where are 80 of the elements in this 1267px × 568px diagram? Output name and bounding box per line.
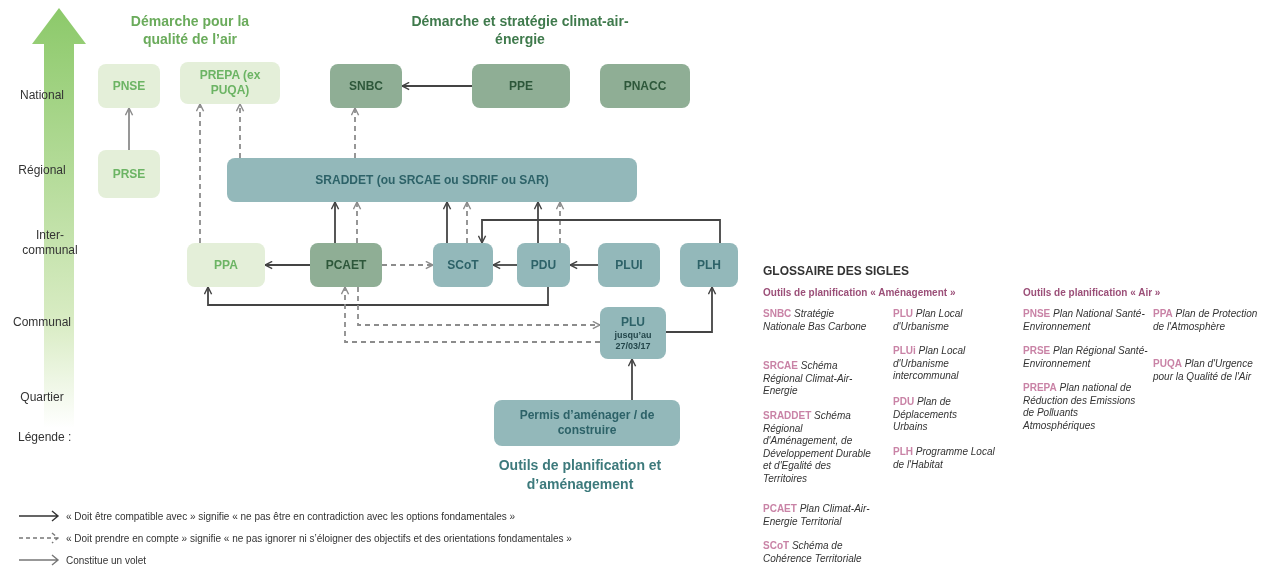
glossary-entry: PUQA Plan d'Urgence pour la Qualité de l'Air [1153, 358, 1254, 383]
plan-name: PCAET [325, 257, 367, 273]
arrow [195, 103, 205, 244]
plan-box [227, 158, 637, 202]
glossary-entry: SCoT Schéma de Cohérence Territoriale [763, 540, 863, 565]
plan-name: PLU [621, 314, 645, 330]
level-label: Régional [17, 163, 67, 178]
arrow [350, 107, 360, 159]
glossary-title: GLOSSAIRE DES SIGLES [763, 264, 911, 279]
date-note: jusqu’au 27/03/17 [613, 329, 653, 352]
plan-box [680, 243, 738, 287]
glossary-entry: PLH Programme Local de l'Habitat [893, 446, 996, 471]
arrow [330, 201, 340, 244]
arrow [357, 286, 601, 330]
arrow [569, 260, 599, 270]
arrow [401, 81, 473, 91]
arrow [235, 103, 245, 159]
legend-text: « Doit prendre en compte » signifie « ne pas ignorer ni s’éloigner des objectifs et des orientations fondamentales » [66, 532, 572, 544]
plan-box [598, 243, 660, 287]
arrow [533, 201, 543, 244]
legend-title: Légende : [18, 430, 73, 445]
glossary-entry: PLU Plan Local d'Urbanisme [893, 308, 964, 333]
plan-name: SNBC [349, 78, 383, 94]
arrow [352, 201, 362, 244]
plan-box [494, 400, 680, 446]
glossary-entry: PNSE Plan National Santé-Environnement [1023, 308, 1146, 333]
plan-name: PNSE [112, 78, 146, 94]
plan-name: SCoT [447, 257, 479, 273]
glossary-entry: SRCAE Schéma Régional Climat-Air-Energie [763, 360, 854, 398]
plan-name: PPE [509, 78, 533, 94]
plan-box [433, 243, 493, 287]
arrow [462, 201, 472, 244]
plan-box [98, 64, 160, 108]
group-heading: Outils de planification et d’aménagement [497, 456, 663, 494]
glossary-entry: PDU Plan de Déplacements Urbains [893, 396, 958, 434]
plan-box [98, 150, 160, 198]
plan-box [600, 307, 666, 359]
plan-box [180, 62, 280, 104]
plan-name: SRADDET (ou SRCAE ou SDRIF ou SAR) [315, 172, 549, 188]
plan-name: PPA [214, 257, 238, 273]
arrow [665, 286, 717, 333]
plan-name: PLUI [615, 257, 643, 273]
plan-name: PNACC [623, 78, 667, 94]
arrow [203, 286, 549, 306]
glossary-subheading: Outils de planification « Air » [1023, 287, 1161, 298]
arrow [340, 286, 601, 343]
glossary-entry: PCAET Plan Climat-Air-Energie Territorial [763, 503, 871, 528]
plan-box [187, 243, 265, 287]
arrow [492, 260, 518, 270]
group-heading: Démarche pour la qualité de l’air [129, 12, 251, 48]
glossary-entry: PPA Plan de Protection de l'Atmosphère [1153, 308, 1259, 333]
plan-box [330, 64, 402, 108]
arrow [264, 260, 311, 270]
plan-name: PLH [697, 257, 721, 273]
group-heading: Démarche et stratégie climat-air-énergie [410, 12, 630, 48]
legend-text: Constitue un volet [66, 554, 147, 566]
glossary-entry: PLUi Plan Local d'Urbanisme intercommunal [893, 345, 967, 383]
arrow [442, 201, 452, 244]
arrow [555, 201, 565, 244]
arrow [627, 358, 637, 401]
glossary-subheading: Outils de planification « Aménagement » [763, 287, 956, 298]
plan-box [472, 64, 570, 108]
arrow [124, 107, 134, 151]
glossary-entry: PRSE Plan Régional Santé-Environnement [1023, 345, 1148, 370]
arrow [381, 260, 434, 270]
glossary-entry: SRADDET Schéma Régional d'Aménagement, de Développement Durable et d'Egalité des Territoires [763, 410, 872, 485]
plan-name: Permis d’aménager / de construire [518, 408, 656, 438]
level-label: Communal [12, 315, 72, 330]
plan-box [600, 64, 690, 108]
plan-name: PREPA (ex PUQA) [198, 68, 262, 98]
plan-name: PRSE [112, 166, 146, 182]
glossary-entry: PREPA Plan national de Réduction des Emissions de Polluants Atmosphériques [1023, 382, 1137, 432]
level-label: Inter-communal [21, 228, 79, 258]
glossary-entry: SNBC Stratégie Nationale Bas Carbone [763, 308, 868, 333]
level-label: Quartier [19, 390, 65, 405]
plan-box [310, 243, 382, 287]
arrow [477, 219, 721, 244]
plan-name: PDU [530, 257, 557, 273]
plan-box [517, 243, 570, 287]
legend-text: « Doit être compatible avec » signifie « ne pas être en contradiction avec les options fondamentales » [66, 510, 516, 522]
